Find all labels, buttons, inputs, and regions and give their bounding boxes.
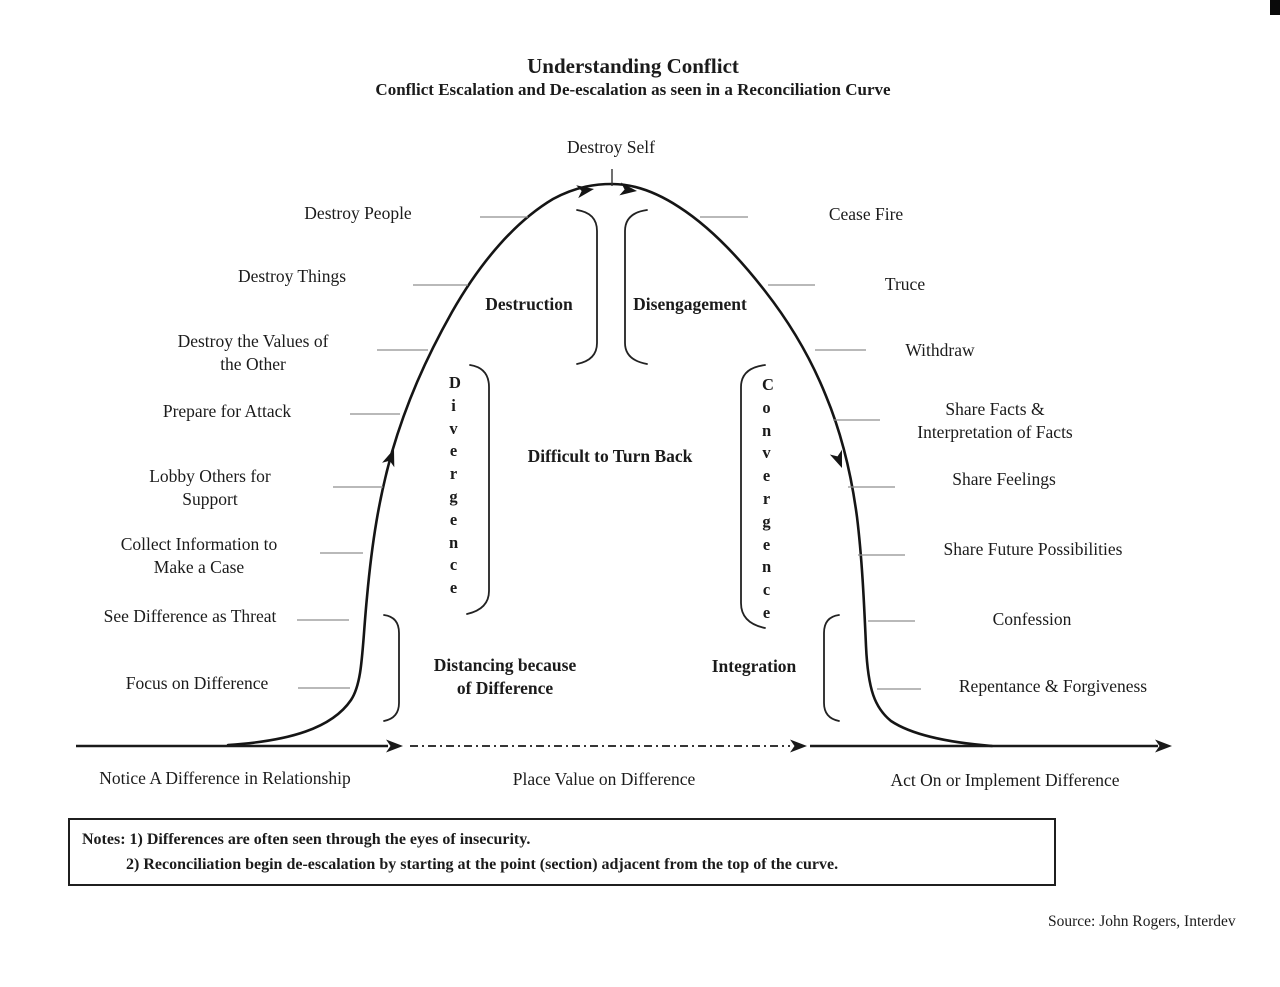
distancing-bracket: [383, 614, 400, 722]
note-line-1: Notes: 1) Differences are often seen thr…: [82, 831, 531, 848]
apex-left-arrow: [576, 185, 594, 199]
label-distancing: Distancing because of Difference: [433, 655, 577, 698]
page-subtitle: Conflict Escalation and De-escalation as…: [375, 80, 891, 99]
label-integration: Integration: [711, 656, 797, 676]
escalation-arrow: [382, 449, 395, 468]
label-repentance: Repentance & Forgiveness: [958, 676, 1148, 696]
left-tick-lines: [297, 216, 528, 689]
label-destroy-things: Destroy Things: [237, 266, 347, 286]
destruction-bracket: [576, 209, 598, 365]
label-share-future: Share Future Possibilities: [943, 539, 1123, 559]
right-tick-lines: [700, 216, 921, 690]
label-collect-info: Collect Information to Make a Case: [120, 534, 278, 577]
label-focus-difference: Focus on Difference: [125, 673, 269, 693]
divergence-bracket: [466, 364, 490, 615]
label-destruction: Destruction: [485, 294, 573, 314]
label-withdraw: Withdraw: [905, 340, 975, 360]
label-destroy-self: Destroy Self: [567, 137, 655, 157]
note-line-2: 2) Reconciliation begin de-escalation by…: [126, 856, 839, 873]
label-share-feelings: Share Feelings: [952, 469, 1056, 489]
label-confession: Confession: [992, 609, 1072, 629]
label-lobby-others: Lobby Others for Support: [149, 466, 271, 509]
axis-label-place-value: Place Value on Difference: [512, 769, 696, 789]
axis-arrow-left: [386, 739, 403, 753]
deescalation-arrow: [829, 449, 842, 468]
curve-direction-arrows: [382, 182, 842, 468]
page-title: Understanding Conflict: [527, 54, 739, 78]
label-difficult-to-turn-back: Difficult to Turn Back: [527, 446, 693, 466]
label-see-difference: See Difference as Threat: [103, 606, 277, 626]
axis-arrow-center: [790, 739, 807, 753]
convergence-bracket: [740, 364, 766, 629]
axis-arrow-right: [1155, 739, 1172, 753]
label-disengagement: Disengagement: [633, 294, 747, 314]
integration-bracket: [823, 614, 840, 722]
source-credit: Source: John Rogers, Interdev: [1048, 913, 1236, 930]
label-convergence: Convergence: [762, 375, 774, 622]
label-divergence: Divergence: [449, 373, 461, 598]
brackets: [383, 209, 840, 722]
corner-scan-mark: [1270, 0, 1280, 15]
label-prepare-attack: Prepare for Attack: [162, 401, 292, 421]
label-destroy-values: Destroy the Values of the Other: [177, 331, 329, 374]
axis-label-notice-difference: Notice A Difference in Relationship: [99, 768, 351, 788]
label-destroy-people: Destroy People: [304, 203, 412, 223]
baseline-axis: [76, 739, 1172, 753]
disengagement-bracket: [624, 209, 648, 365]
notes-box: Notes: 1) Differences are often seen thr…: [68, 818, 1056, 886]
label-share-facts: Share Facts & Interpretation of Facts: [917, 399, 1073, 442]
label-truce: Truce: [884, 274, 926, 294]
axis-label-act-on: Act On or Implement Difference: [890, 770, 1120, 790]
reconciliation-curve: [226, 182, 994, 748]
apex-right-arrow: [619, 182, 637, 196]
label-cease-fire: Cease Fire: [828, 204, 904, 224]
